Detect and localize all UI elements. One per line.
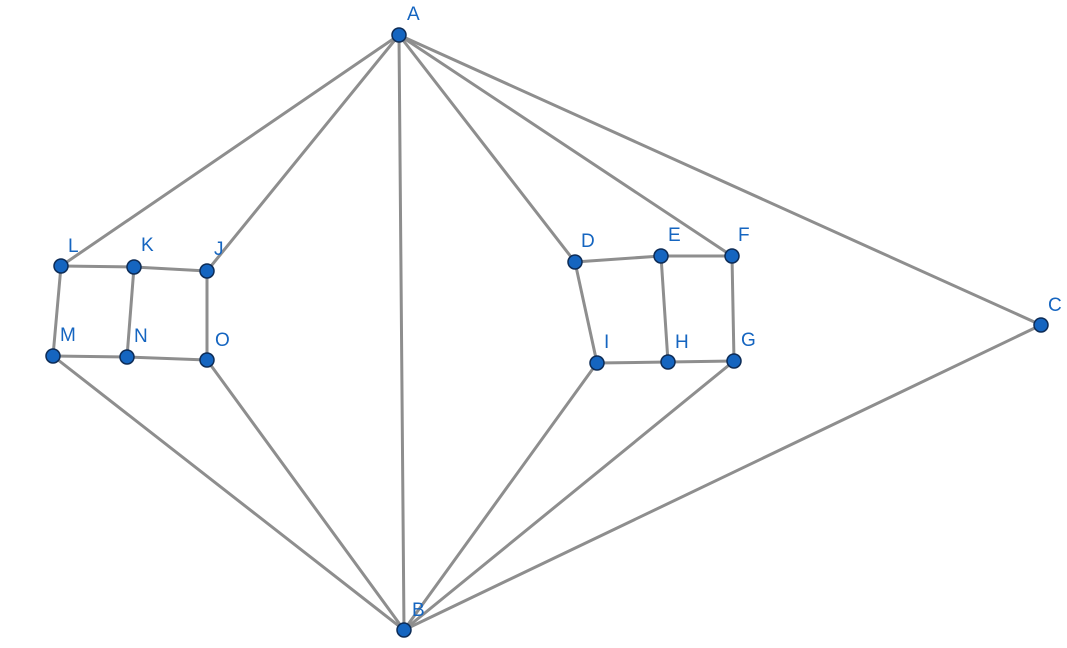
edge-d-e: [573, 254, 663, 264]
vertex-label-c: C: [1048, 295, 1062, 316]
vertex-label-g: G: [741, 330, 756, 351]
edge-c-b: [402, 323, 1043, 632]
vertex-d: [567, 254, 583, 270]
vertex-n: [119, 349, 135, 365]
edge-o-b: [205, 358, 406, 632]
vertex-label-i: I: [604, 332, 609, 353]
vertex-label-h: H: [675, 332, 689, 353]
edge-a-b: [397, 33, 406, 632]
edge-m-n: [51, 354, 129, 359]
vertex-label-f: F: [738, 225, 750, 246]
vertex-label-n: N: [134, 326, 148, 347]
edge-l-m: [51, 264, 63, 358]
vertex-label-m: M: [60, 325, 76, 346]
vertex-label-j: J: [214, 239, 224, 260]
vertex-o: [199, 352, 215, 368]
vertex-a: [391, 27, 407, 43]
edge-a-c: [397, 33, 1043, 327]
vertex-label-k: K: [141, 235, 154, 256]
vertex-g: [726, 353, 742, 369]
vertex-label-a: A: [407, 4, 420, 25]
edge-m-b: [51, 354, 406, 632]
vertex-label-l: L: [68, 236, 79, 257]
vertex-i: [589, 355, 605, 371]
vertex-m: [45, 348, 61, 364]
edge-k-n: [125, 265, 136, 359]
vertex-label-e: E: [668, 225, 681, 246]
edge-a-d: [397, 33, 577, 264]
vertex-label-o: O: [215, 330, 230, 351]
edge-a-l: [59, 33, 401, 268]
edges-layer: [51, 33, 1043, 632]
vertex-c: [1033, 317, 1049, 333]
vertex-k: [126, 259, 142, 275]
edge-l-k: [59, 264, 136, 269]
vertex-l: [53, 258, 69, 274]
edge-e-h: [659, 254, 670, 364]
edge-g-b: [402, 359, 736, 632]
vertex-j: [199, 263, 215, 279]
edge-i-b: [402, 361, 599, 632]
edge-a-j: [205, 33, 401, 273]
edge-h-g: [666, 359, 736, 364]
edge-n-o: [125, 355, 209, 362]
vertices-layer: [45, 27, 1049, 638]
vertex-label-d: D: [581, 231, 595, 252]
edge-i-h: [595, 360, 670, 365]
edge-a-f: [397, 33, 734, 258]
labels-layer: A B C D E F G H I J K L M N O: [60, 4, 1062, 621]
vertex-label-b: B: [412, 600, 425, 621]
vertex-f: [724, 248, 740, 264]
vertex-b: [396, 622, 412, 638]
vertex-h: [660, 354, 676, 370]
edge-f-g: [730, 254, 736, 363]
edge-d-i: [573, 260, 599, 365]
edge-k-j: [132, 265, 209, 273]
vertex-e: [653, 248, 669, 264]
